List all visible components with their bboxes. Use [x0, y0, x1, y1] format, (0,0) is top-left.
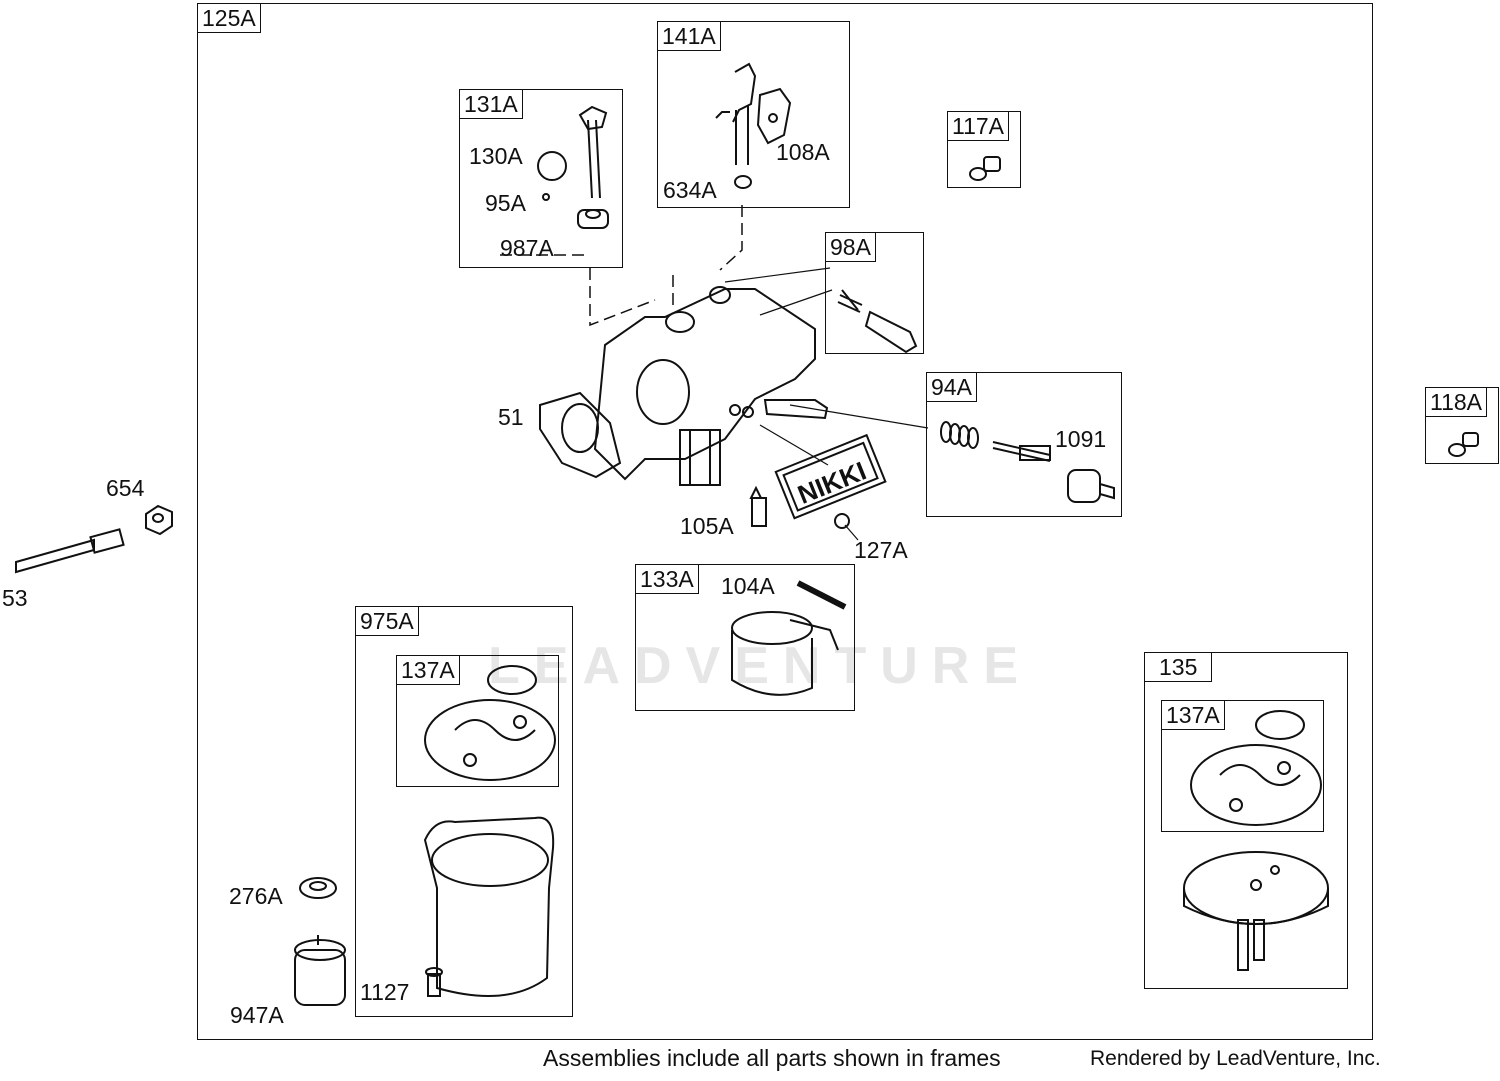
frame-125a: 125A: [197, 3, 1373, 1040]
label-654: 654: [106, 475, 145, 501]
frame-label-135: 135: [1144, 652, 1213, 682]
label-127a: 127A: [854, 537, 908, 563]
frame-label-125a: 125A: [197, 3, 261, 33]
frame-label-98a: 98A: [825, 232, 876, 262]
frame-label-141a: 141A: [657, 21, 721, 51]
frame-137a-right: 137A: [1161, 700, 1324, 832]
frame-98a: 98A: [825, 232, 924, 354]
gasket-51-icon: [539, 391, 622, 479]
label-95a: 95A: [485, 190, 526, 216]
mixture-spring-icon: [940, 421, 979, 449]
label-947a: 947A: [230, 1002, 284, 1028]
bowl-gasket-right-icon: [1190, 710, 1322, 826]
bowl-gasket-left-icon: [424, 665, 556, 781]
fuel-solenoid-947a-icon: [294, 935, 346, 1006]
footer-credit: Rendered by LeadVenture, Inc.: [1090, 1047, 1381, 1070]
stud-53-icon: [15, 528, 125, 574]
label-634a: 634A: [663, 177, 717, 203]
clip-icon: [542, 193, 550, 201]
frame-label-975a: 975A: [355, 606, 419, 636]
choke-shaft-icon: [578, 105, 608, 199]
plug-118a-icon: [1448, 432, 1479, 457]
frame-118a: 118A: [1425, 387, 1499, 464]
frame-label-131a: 131A: [459, 89, 523, 119]
frame-label-117a: 117A: [947, 111, 1010, 141]
label-105a: 105A: [680, 513, 734, 539]
label-108a: 108A: [776, 139, 830, 165]
o-ring-127a-icon: [834, 513, 850, 529]
frame-label-118a: 118A: [1425, 387, 1488, 417]
frame-94a: 94A: [926, 372, 1122, 517]
nozzle-plate-icon: [1183, 851, 1329, 971]
frame-133a: 133A: [635, 564, 855, 711]
label-104a: 104A: [721, 573, 775, 599]
throttle-seal-icon: [734, 175, 752, 189]
watermark: LEADVENTURE: [488, 637, 1033, 695]
choke-plate-icon: [537, 151, 567, 181]
float-icon: [731, 611, 839, 696]
label-276a: 276A: [229, 883, 283, 909]
plug-117a-icon: [969, 156, 1001, 181]
frame-label-137a-right: 137A: [1161, 700, 1225, 730]
footer-note: Assemblies include all parts shown in fr…: [543, 1045, 1001, 1071]
carburetor-body-icon: [593, 286, 829, 486]
float-bowl-icon: [423, 816, 555, 997]
label-1127: 1127: [360, 979, 410, 1005]
solenoid-1091-icon: [1067, 469, 1115, 503]
seal-icon: [577, 209, 609, 229]
screw-1127-icon: [425, 967, 443, 997]
label-51: 51: [498, 404, 524, 430]
label-53: 53: [2, 585, 28, 611]
frame-label-133a: 133A: [635, 564, 699, 594]
frame-label-137a-left: 137A: [396, 655, 460, 685]
throttle-shaft-icon: [715, 62, 757, 165]
frame-137a-left: 137A: [396, 655, 559, 787]
throttle-gasket-icon: [756, 87, 792, 145]
inlet-needle-icon: [749, 485, 767, 527]
frame-975a: 975A: [355, 606, 573, 1017]
frame-117a: 117A: [947, 111, 1021, 188]
nikki-nameplate-icon: [774, 433, 887, 520]
needle-icon: [992, 441, 1051, 462]
float-pin-icon: [796, 580, 847, 610]
frame-141a: 141A: [657, 21, 850, 208]
label-1091: 1091: [1055, 426, 1107, 452]
label-987a: 987A: [500, 235, 554, 261]
frame-label-94a: 94A: [926, 372, 977, 402]
frame-135: 135: [1144, 652, 1348, 989]
idle-screw-icon: [837, 289, 918, 354]
frame-131a: 131A: [459, 89, 623, 268]
label-130a: 130A: [469, 143, 523, 169]
washer-276a-icon: [299, 877, 337, 899]
nut-654-icon: [145, 504, 173, 536]
